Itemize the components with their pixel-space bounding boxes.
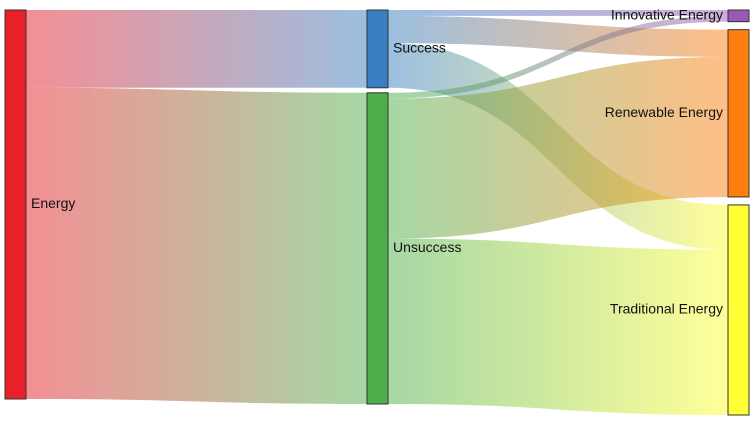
node-success xyxy=(366,9,389,89)
link-unsuccess-to-innovative xyxy=(388,15,728,99)
node-label-traditional: Traditional Energy xyxy=(610,301,723,317)
link-success-to-innovative xyxy=(388,10,728,16)
link-energy-to-success xyxy=(26,10,367,88)
node-traditional xyxy=(727,204,750,416)
link-success-to-renewable xyxy=(388,15,728,57)
sankey-links xyxy=(26,10,728,415)
link-unsuccess-to-traditional xyxy=(388,238,728,415)
node-unsuccess xyxy=(366,92,389,405)
node-label-renewable: Renewable Energy xyxy=(605,104,723,120)
node-label-success: Success xyxy=(393,40,446,56)
node-innovative xyxy=(727,9,750,23)
link-energy-to-unsuccess xyxy=(26,87,367,405)
node-energy xyxy=(4,9,27,400)
link-unsuccess-to-renewable xyxy=(388,56,728,239)
node-renewable xyxy=(727,29,750,198)
sankey-nodes xyxy=(4,9,750,416)
node-label-energy: Energy xyxy=(31,195,75,211)
node-label-innovative: Innovative Energy xyxy=(611,7,723,23)
node-label-unsuccess: Unsuccess xyxy=(393,239,461,255)
